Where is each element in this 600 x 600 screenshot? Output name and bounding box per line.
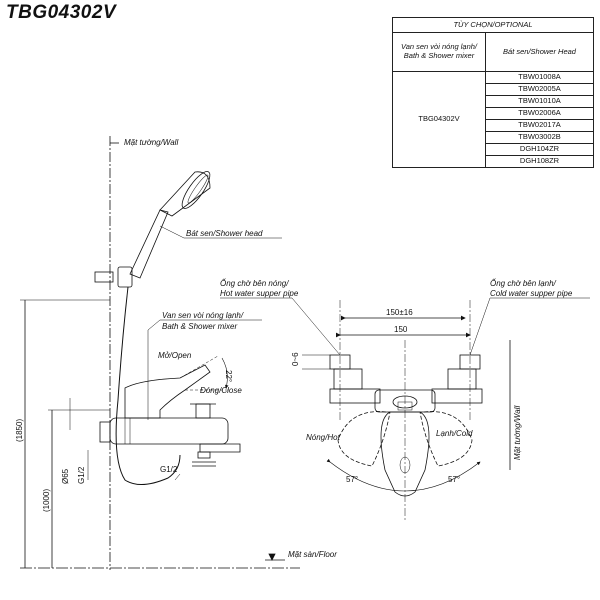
wall-bracket (94, 271, 114, 283)
wall-label: Mặt tường/Wall (124, 138, 178, 147)
hand-shower-handle (129, 209, 169, 279)
g12-bottom-label: G1/2 (160, 465, 178, 474)
optional-col1-title: Van sen vòi nóng lạnh/ Bath & Shower mix… (392, 32, 486, 72)
cold-pipe-label-1: Ống chờ bên lạnh/ (490, 279, 557, 288)
close-label: Đóng/Close (200, 386, 242, 395)
front-lever (380, 411, 430, 497)
angle-22-label: 22° (224, 370, 233, 382)
floor-marker-icon (268, 553, 276, 561)
lever-hub (392, 395, 418, 409)
wall-connector (99, 421, 111, 443)
angle-57-right-label: 57° (448, 475, 460, 484)
dim-150-16-label: 150±16 (386, 308, 413, 317)
spout-outlet (197, 451, 211, 459)
cold-flange (431, 388, 483, 404)
cold-label: Lạnh/Cold (436, 429, 473, 438)
mixer-lever (124, 364, 211, 419)
hot-flange (329, 388, 381, 404)
dim-150-label: 150 (394, 325, 408, 334)
hot-pipe-label-1: Ống chờ bên nóng/ (220, 279, 289, 288)
rotation-arc (326, 458, 481, 492)
cold-union (447, 368, 477, 390)
optional-col2-title: Bát sen/Shower Head (485, 32, 594, 72)
lever-cold-position (419, 411, 473, 467)
lever-hot-position (337, 411, 391, 467)
hot-pipe-label-2: Hot water supper pipe (220, 289, 299, 298)
open-label: Mở/Open (158, 351, 192, 360)
shower-head-icon (181, 171, 211, 209)
floor-label: Mặt sàn/Floor (288, 550, 337, 559)
shower-hose (115, 286, 181, 485)
optional-table: TÙY CHỌN/OPTIONAL Van sen vòi nóng lạnh/… (392, 17, 594, 168)
dim-1000-label: (1000) (42, 489, 51, 512)
optional-model-cell: TBG04302V (392, 71, 486, 168)
side-view (20, 136, 300, 570)
front-view (220, 297, 590, 520)
angle-57-left-label: 57° (346, 475, 358, 484)
diverter-knob (195, 403, 211, 419)
shower-head-label: Bát sen/Shower head (186, 229, 263, 238)
wall-vertical-label: Mặt tường/Wall (513, 406, 522, 460)
mixer-label-2: Bath & Shower mixer (162, 322, 237, 331)
mixer-label-1: Van sen vòi nóng lạnh/ (162, 311, 244, 320)
dim-1850-label: (1850) (15, 419, 24, 442)
bath-spout (199, 443, 241, 453)
model-title: TBG04302V (6, 2, 117, 23)
hot-label: Nóng/Hot (306, 433, 341, 442)
d65-label: Ø65 (61, 468, 70, 484)
mixer-body (109, 417, 229, 445)
hot-union (333, 368, 363, 390)
bracket-holder (117, 266, 133, 288)
g12-side-label: G1/2 (77, 466, 86, 484)
cold-pipe-label-2: Cold water supper pipe (490, 289, 573, 298)
hand-shower-neck (159, 171, 211, 217)
dim-0-6-label: 0~6 (291, 352, 300, 366)
optional-item: DGH108ZR (485, 155, 594, 168)
